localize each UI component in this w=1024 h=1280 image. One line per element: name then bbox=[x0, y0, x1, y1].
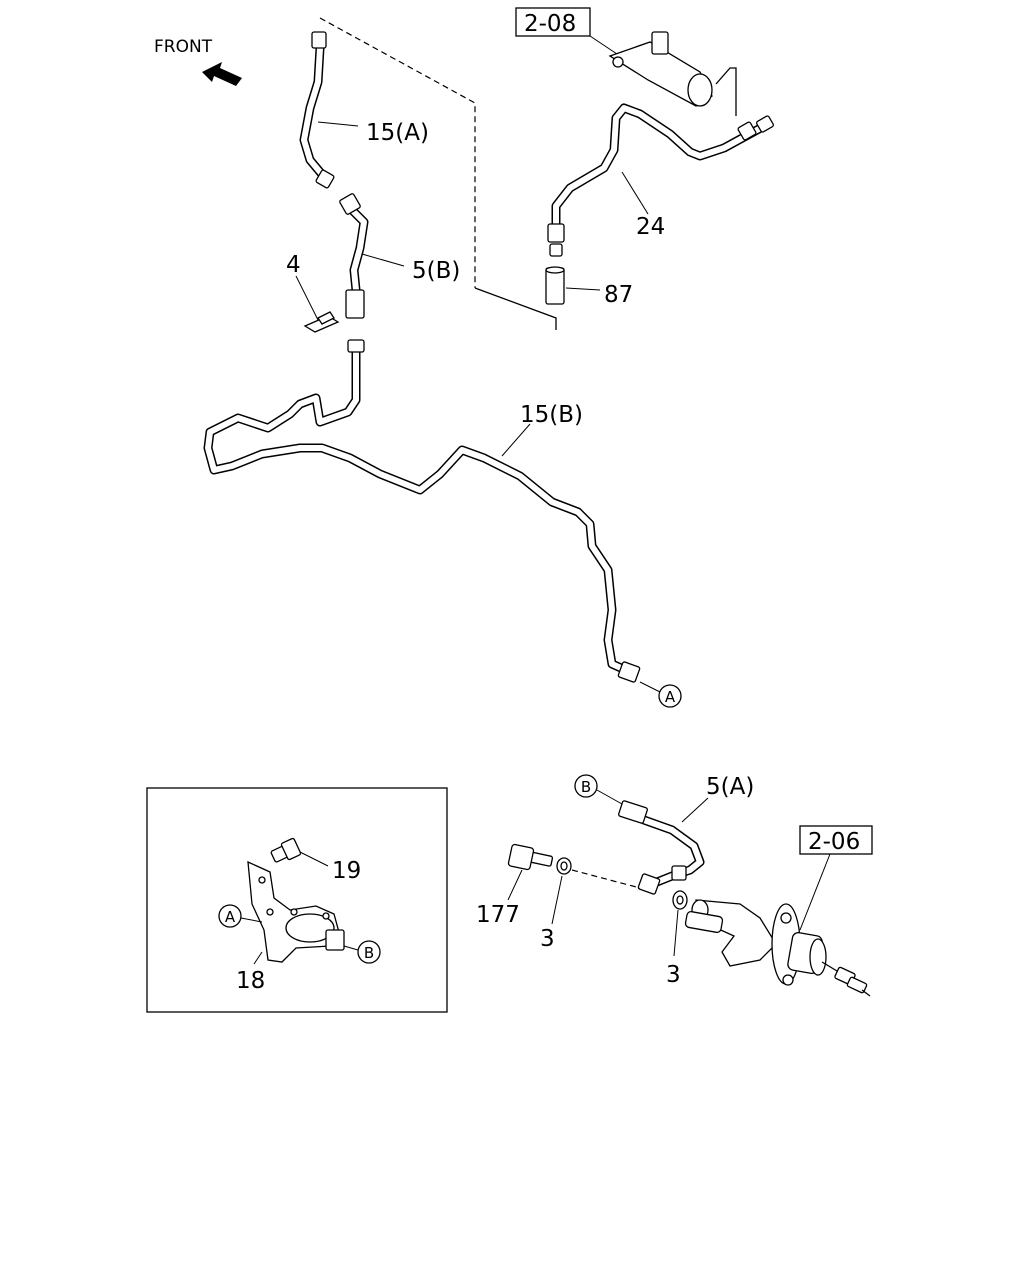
inset-box bbox=[146, 787, 448, 1013]
clip-4 bbox=[303, 311, 340, 333]
leader-5a bbox=[681, 797, 709, 823]
marker-a-inset: A bbox=[218, 904, 242, 928]
label-19: 19 bbox=[332, 858, 361, 884]
washer-3-left bbox=[556, 857, 572, 875]
bracket-18 bbox=[247, 860, 345, 963]
leader-24 bbox=[621, 171, 649, 215]
pipe-24 bbox=[547, 103, 774, 257]
leader-b-inset bbox=[343, 945, 359, 951]
front-label: FRONT bbox=[154, 37, 213, 57]
label-5a: 5(A) bbox=[706, 774, 754, 800]
master-cylinder bbox=[608, 31, 713, 107]
pipe-15a bbox=[299, 31, 335, 189]
leader-3-right bbox=[673, 909, 679, 957]
leader-87 bbox=[565, 287, 601, 291]
bolt-177 bbox=[507, 843, 554, 871]
leader-a-top bbox=[639, 681, 661, 693]
hose-5a bbox=[618, 800, 705, 895]
pipe-15b bbox=[203, 339, 641, 683]
svg-text:B: B bbox=[581, 778, 591, 796]
marker-b-bottom: B bbox=[574, 774, 598, 798]
leader-15b bbox=[501, 423, 531, 457]
leader-15a bbox=[317, 121, 359, 127]
leader-19 bbox=[299, 851, 329, 867]
label-18: 18 bbox=[236, 968, 265, 994]
svg-text:A: A bbox=[225, 908, 236, 926]
leader-2-06 bbox=[799, 853, 831, 931]
label-5b: 5(B) bbox=[412, 258, 460, 284]
hose-5b bbox=[339, 193, 369, 319]
label-24: 24 bbox=[636, 214, 665, 240]
leader-4 bbox=[295, 275, 319, 321]
ref-bottom: 2-06 bbox=[808, 829, 860, 855]
label-177: 177 bbox=[476, 902, 520, 928]
ref-box-top bbox=[515, 7, 591, 37]
leader-b-bottom bbox=[596, 789, 623, 805]
leader-2-08 bbox=[589, 35, 621, 57]
leader-3-left bbox=[551, 875, 563, 925]
label-4: 4 bbox=[286, 252, 301, 278]
front-arrow-icon bbox=[202, 62, 242, 86]
label-15b: 15(B) bbox=[520, 402, 583, 428]
connector-87 bbox=[545, 266, 565, 305]
leader-5b bbox=[361, 253, 405, 267]
bolt-19 bbox=[270, 837, 302, 863]
label-15a: 15(A) bbox=[366, 120, 429, 146]
leader-a-inset bbox=[240, 917, 263, 923]
label-3-left: 3 bbox=[540, 926, 555, 952]
washer-3-right bbox=[672, 890, 688, 910]
leader-dash-top bbox=[319, 17, 476, 288]
label-87: 87 bbox=[604, 282, 633, 308]
svg-text:A: A bbox=[665, 688, 676, 706]
marker-b-inset: B bbox=[357, 940, 381, 964]
leader-18 bbox=[253, 951, 263, 965]
leader-mc-bracket bbox=[715, 67, 737, 116]
label-3-right: 3 bbox=[666, 962, 681, 988]
ref-top: 2-08 bbox=[524, 11, 576, 37]
leader-177 bbox=[507, 869, 523, 901]
marker-a-top: A bbox=[658, 684, 682, 708]
svg-text:B: B bbox=[364, 944, 374, 962]
ref-box-bottom bbox=[799, 825, 873, 855]
slave-cylinder bbox=[684, 899, 827, 986]
push-rod bbox=[821, 961, 871, 997]
dash-bolt-line bbox=[571, 869, 641, 889]
leader-line-87 bbox=[474, 287, 557, 330]
